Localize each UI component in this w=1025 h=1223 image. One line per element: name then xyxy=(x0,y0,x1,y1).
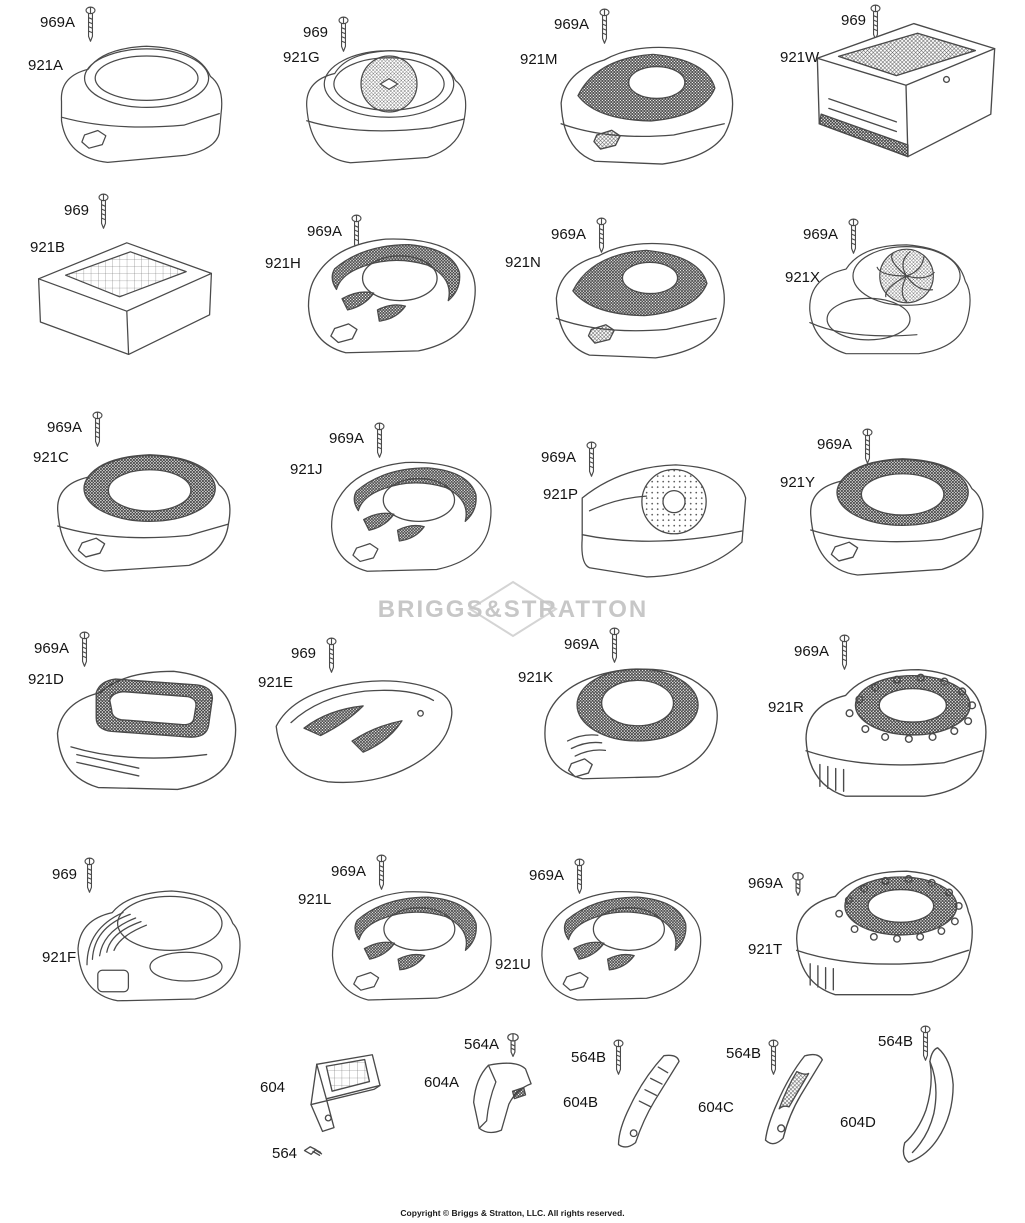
screw-number-label: 564B xyxy=(726,1045,762,1062)
part-illustration-921G xyxy=(278,35,493,175)
part-number-label-921X: 921X xyxy=(785,269,821,286)
screw-number-label: 969A xyxy=(307,223,343,240)
part-illustration-921T xyxy=(776,850,991,1014)
part-number-label-921P: 921P xyxy=(543,486,579,503)
part-illustration-921Y xyxy=(790,440,1004,590)
part-illustration-921A xyxy=(42,28,237,178)
screw-number-label: 564A xyxy=(464,1036,500,1053)
part-number-label-921N: 921N xyxy=(505,254,541,271)
part-illustration-604 xyxy=(288,1045,403,1145)
part-number-label-921C: 921C xyxy=(33,449,69,466)
part-number-label-604B: 604B xyxy=(563,1094,599,1111)
screw-number-label: 564 xyxy=(272,1145,298,1162)
part-illustration-921J xyxy=(312,440,508,592)
brand-watermark: BRIGGS&STRATTON xyxy=(378,580,648,638)
screw-number-label: 969A xyxy=(748,875,784,892)
part-illustration-921L xyxy=(313,870,508,1020)
screw-number-label: 969A xyxy=(817,436,853,453)
part-illustration-921P xyxy=(562,446,764,594)
screw-number-label: 969A xyxy=(331,863,367,880)
part-illustration-921X xyxy=(796,222,986,380)
copyright-notice: Copyright © Briggs & Stratton, LLC. All … xyxy=(400,1208,625,1218)
part-illustration-921U xyxy=(516,874,724,1016)
part-number-label-921F: 921F xyxy=(42,949,77,966)
screw-number-label: 969 xyxy=(52,866,78,883)
part-illustration-921N xyxy=(538,224,740,376)
part-illustration-604C xyxy=(740,1050,838,1148)
part-number-label-921B: 921B xyxy=(30,239,66,256)
screw-number-label: 969A xyxy=(34,640,70,657)
part-illustration-921C xyxy=(30,436,258,586)
screw-number-label: 969A xyxy=(541,449,577,466)
screw-number-label: 969 xyxy=(64,202,90,219)
part-number-label-604A: 604A xyxy=(424,1074,460,1091)
part-number-label-604D: 604D xyxy=(840,1114,876,1131)
screw-number-label: 969A xyxy=(40,14,76,31)
part-illustration-921E xyxy=(254,656,476,804)
part-number-label-921L: 921L xyxy=(298,891,332,908)
part-illustration-921H xyxy=(288,220,493,370)
screw-number-label: 969 xyxy=(841,12,867,29)
screw-number-label: 969A xyxy=(329,430,365,447)
part-number-label-604: 604 xyxy=(260,1079,286,1096)
part-number-label-921W: 921W xyxy=(780,49,820,66)
brand-watermark-text: BRIGGS&STRATTON xyxy=(378,596,648,623)
screw-number-label: 969A xyxy=(551,226,587,243)
screw-number-label: 969 xyxy=(303,24,329,41)
part-number-label-921H: 921H xyxy=(265,255,301,272)
part-illustration-604B xyxy=(596,1050,694,1154)
screw-number-label: 969A xyxy=(47,419,83,436)
part-number-label-921J: 921J xyxy=(290,461,323,478)
part-illustration-921B xyxy=(26,220,224,370)
part-illustration-921M xyxy=(538,30,753,180)
part-number-label-604C: 604C xyxy=(698,1099,734,1116)
part-illustration-921F xyxy=(60,870,258,1020)
part-illustration-604D xyxy=(882,1042,972,1168)
screw-number-label: 564B xyxy=(571,1049,607,1066)
screw-icon xyxy=(302,1143,324,1160)
screw-number-label: 969A xyxy=(529,867,565,884)
part-number-label-921A: 921A xyxy=(28,57,64,74)
part-number-label-921D: 921D xyxy=(28,671,64,688)
screw-number-label: 969A xyxy=(554,16,590,33)
brand-diamond-outline xyxy=(468,580,558,638)
part-illustration-921K xyxy=(526,646,734,798)
part-illustration-921D xyxy=(42,650,255,805)
screw-number-label: 564B xyxy=(878,1033,914,1050)
part-number-label-921K: 921K xyxy=(518,669,554,686)
screw-number-label: 969 xyxy=(291,645,317,662)
part-number-label-921T: 921T xyxy=(748,941,783,958)
part-number-label-921G: 921G xyxy=(283,49,320,66)
screw-number-label: 969A xyxy=(794,643,830,660)
screw-number-label: 969A xyxy=(803,226,839,243)
part-number-label-921U: 921U xyxy=(495,956,531,973)
part-number-label-921Y: 921Y xyxy=(780,474,816,491)
part-illustration-921W xyxy=(800,6,1012,178)
part-number-label-921M: 921M xyxy=(520,51,558,68)
part-illustration-604A xyxy=(460,1056,554,1144)
part-number-label-921E: 921E xyxy=(258,674,294,691)
part-illustration-921R xyxy=(786,648,1004,816)
screw-number-label: 969A xyxy=(564,636,600,653)
part-number-label-921R: 921R xyxy=(768,699,804,716)
